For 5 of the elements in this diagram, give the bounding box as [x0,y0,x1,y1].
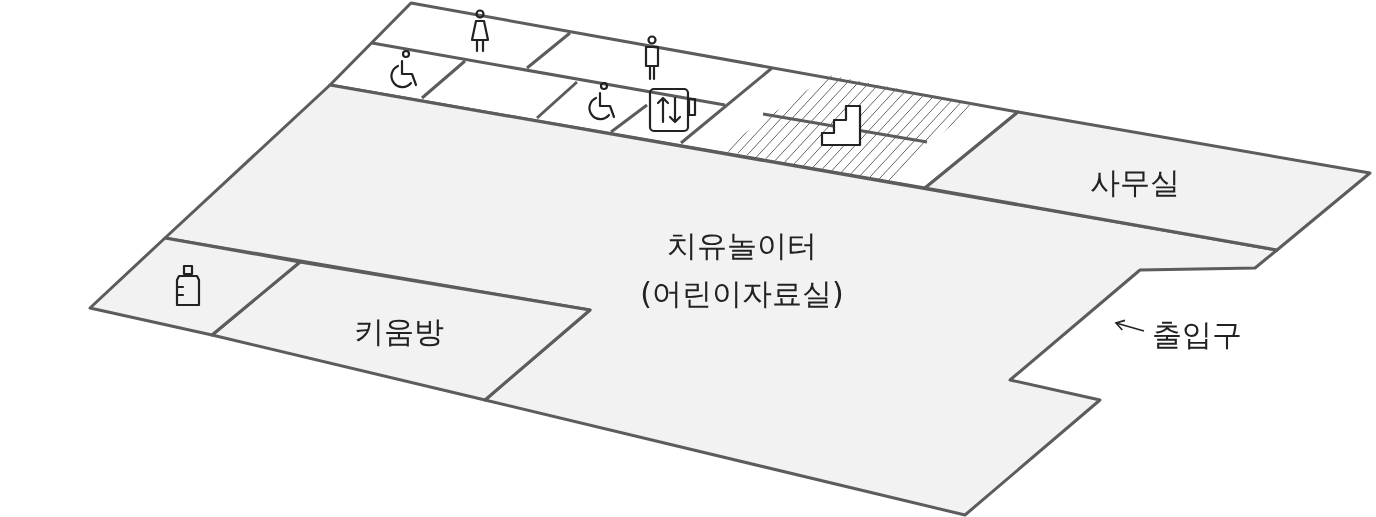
room-label: (어린이자료실) [640,275,844,313]
room-label: 키움방 [354,313,444,351]
room-label: 사무실 [1090,164,1180,202]
room-label: 치유놀이터 [666,227,818,265]
entrance-label: 출입구 [1152,316,1242,354]
